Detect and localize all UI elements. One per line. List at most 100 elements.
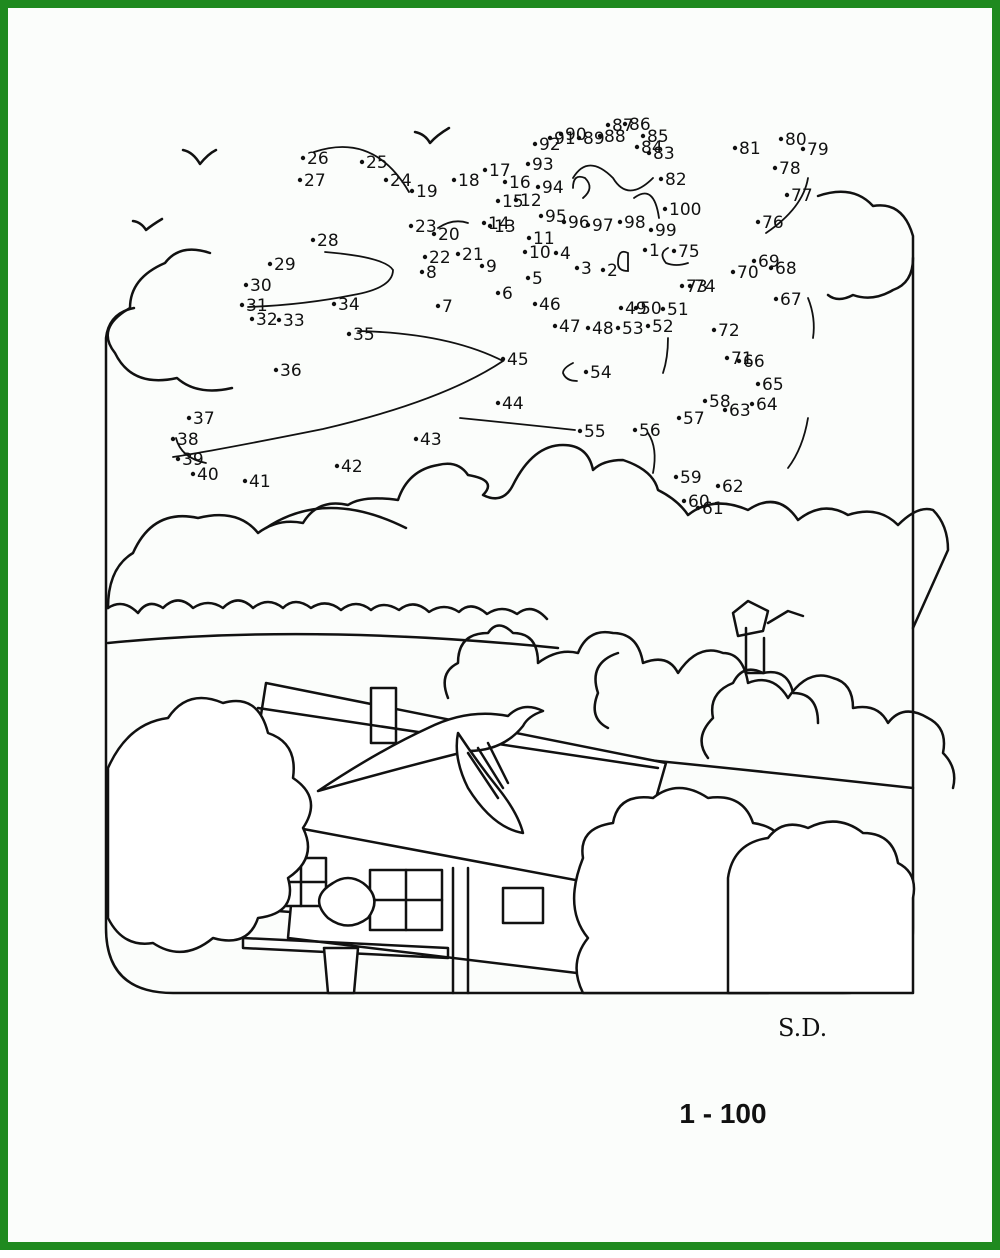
dot-3: 3 (574, 259, 592, 279)
dot-point (558, 131, 564, 137)
dot-32: 32 (249, 310, 278, 330)
dot-point (532, 301, 538, 307)
dot-point (730, 269, 736, 275)
dot-number: 86 (629, 115, 651, 135)
dot-number: 97 (592, 216, 614, 236)
dot-number: 47 (559, 317, 581, 337)
dot-point (513, 197, 519, 203)
dot-point (784, 192, 790, 198)
dot-number: 71 (731, 349, 753, 369)
dot-number: 14 (488, 214, 510, 234)
dot-number: 31 (246, 296, 268, 316)
dot-point (618, 305, 624, 311)
dot-number: 100 (669, 200, 701, 220)
dot-point (633, 305, 639, 311)
dot-23: 23 (408, 217, 437, 237)
dot-7: 7 (435, 297, 453, 317)
dot-number: 73 (686, 277, 708, 297)
dot-point (800, 146, 806, 152)
field-horizon (106, 632, 560, 650)
dot-number: 32 (256, 310, 278, 330)
dot-point (243, 282, 249, 288)
dot-number: 19 (416, 182, 438, 202)
dot-number: 48 (592, 319, 614, 339)
dot-point (617, 219, 623, 225)
dot-55: 55 (577, 422, 606, 442)
dot-number: 74 (694, 277, 716, 297)
dot-number: 23 (415, 217, 437, 237)
dot-number: 65 (762, 375, 784, 395)
dot-number: 25 (366, 153, 388, 173)
artist-signature: S.D. (778, 1014, 827, 1042)
dot-number: 22 (429, 248, 451, 268)
dot-4: 4 (553, 244, 571, 264)
dot-28: 28 (310, 231, 339, 251)
dot-number: 78 (779, 159, 801, 179)
dot-number: 4 (560, 244, 571, 264)
dot-67: 67 (773, 290, 802, 310)
dot-number: 16 (509, 173, 531, 193)
dot-number: 21 (462, 245, 484, 265)
dot-6: 6 (495, 284, 513, 304)
dot-65: 65 (755, 375, 784, 395)
dot-number: 69 (758, 252, 780, 272)
dot-number: 90 (565, 125, 587, 145)
dot-point (646, 150, 652, 156)
dot-point (408, 223, 414, 229)
dot-81: 81 (732, 139, 761, 159)
dot-15: 15 (495, 192, 524, 212)
dot-point (383, 177, 389, 183)
dot-26: 26 (300, 149, 329, 169)
dot-number: 38 (177, 430, 199, 450)
dot-point (749, 401, 755, 407)
dot-point (532, 141, 538, 147)
dot-number: 75 (678, 242, 700, 262)
dot-point (576, 135, 582, 141)
dot-number: 20 (438, 225, 460, 245)
dot-point (495, 400, 501, 406)
dot-number: 85 (647, 127, 669, 147)
dot-76: 76 (755, 213, 784, 233)
dot-number: 45 (507, 350, 529, 370)
dot-point (679, 283, 685, 289)
flying-bird (316, 705, 545, 835)
dot-number: 52 (652, 317, 674, 337)
dot-point (645, 323, 651, 329)
dot-point (732, 145, 738, 151)
dot-point (359, 159, 365, 165)
dot-99: 99 (648, 221, 677, 241)
house (236, 681, 668, 995)
dot-number: 70 (737, 263, 759, 283)
dot-point (673, 474, 679, 480)
dot-69: 69 (751, 252, 780, 272)
dot-100: 100 (662, 200, 701, 220)
dot-point (310, 237, 316, 243)
dot-point (276, 317, 282, 323)
dot-39: 39 (175, 450, 204, 470)
dot-number: 13 (494, 217, 516, 237)
dot-11: 11 (526, 229, 555, 249)
dot-86: 86 (622, 115, 651, 135)
dot-72: 72 (711, 321, 740, 341)
dot-point (711, 327, 717, 333)
dot-79: 79 (800, 140, 829, 160)
dot-point (676, 415, 682, 421)
dot-number: 28 (317, 231, 339, 251)
dot-78: 78 (772, 159, 801, 179)
dot-59: 59 (673, 468, 702, 488)
dot-point (451, 177, 457, 183)
dot-17: 17 (482, 161, 511, 181)
dot-point (170, 436, 176, 442)
dot-88: 88 (597, 127, 626, 147)
dot-point (526, 235, 532, 241)
dot-27: 27 (297, 171, 326, 191)
dot-number: 91 (554, 129, 576, 149)
dot-number: 89 (583, 129, 605, 149)
dot-number: 7 (442, 297, 453, 317)
birds (131, 126, 451, 232)
dot-point (615, 325, 621, 331)
dot-point (409, 188, 415, 194)
dot-number: 83 (653, 144, 675, 164)
dot-point (687, 283, 693, 289)
